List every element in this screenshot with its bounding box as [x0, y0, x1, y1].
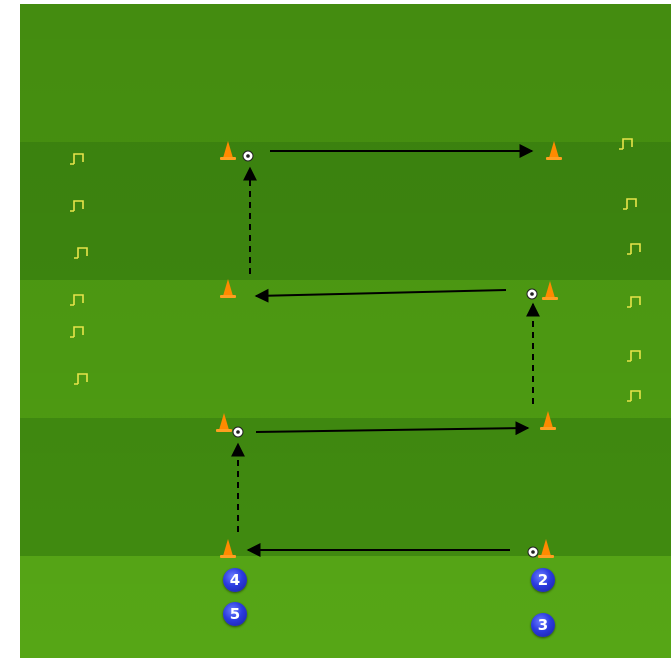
player-number: 5 — [229, 605, 241, 623]
hurdle-icon — [627, 350, 641, 362]
cone-icon — [538, 539, 554, 558]
cone-icon — [220, 279, 236, 298]
cone-icon — [540, 411, 556, 430]
ball-icon — [232, 426, 244, 438]
hurdle-icon — [627, 390, 641, 402]
ball-icon — [527, 546, 539, 558]
cone-icon — [220, 141, 236, 160]
player-marker: 2 — [531, 568, 555, 592]
pass-arrow — [254, 288, 507, 303]
hurdle-icon — [70, 153, 84, 165]
cone-icon — [220, 539, 236, 558]
hurdle-icon — [619, 138, 633, 150]
player-marker: 5 — [223, 602, 247, 626]
hurdle-icon — [623, 198, 637, 210]
ball-icon — [242, 150, 254, 162]
player-number: 2 — [537, 571, 549, 589]
player-number: 4 — [229, 571, 241, 589]
player-number: 3 — [537, 616, 549, 634]
cone-icon — [216, 413, 232, 432]
hurdle-icon — [70, 200, 84, 212]
cone-icon — [546, 141, 562, 160]
hurdle-icon — [70, 326, 84, 338]
hurdle-icon — [70, 294, 84, 306]
hurdle-icon — [74, 247, 88, 259]
pass-arrow — [255, 421, 530, 436]
hurdle-icon — [627, 296, 641, 308]
cone-icon — [542, 281, 558, 300]
ball-icon — [526, 288, 538, 300]
hurdle-icon — [627, 243, 641, 255]
player-marker: 4 — [223, 568, 247, 592]
training-pitch — [20, 4, 671, 658]
player-marker: 3 — [531, 613, 555, 637]
hurdle-icon — [74, 373, 88, 385]
